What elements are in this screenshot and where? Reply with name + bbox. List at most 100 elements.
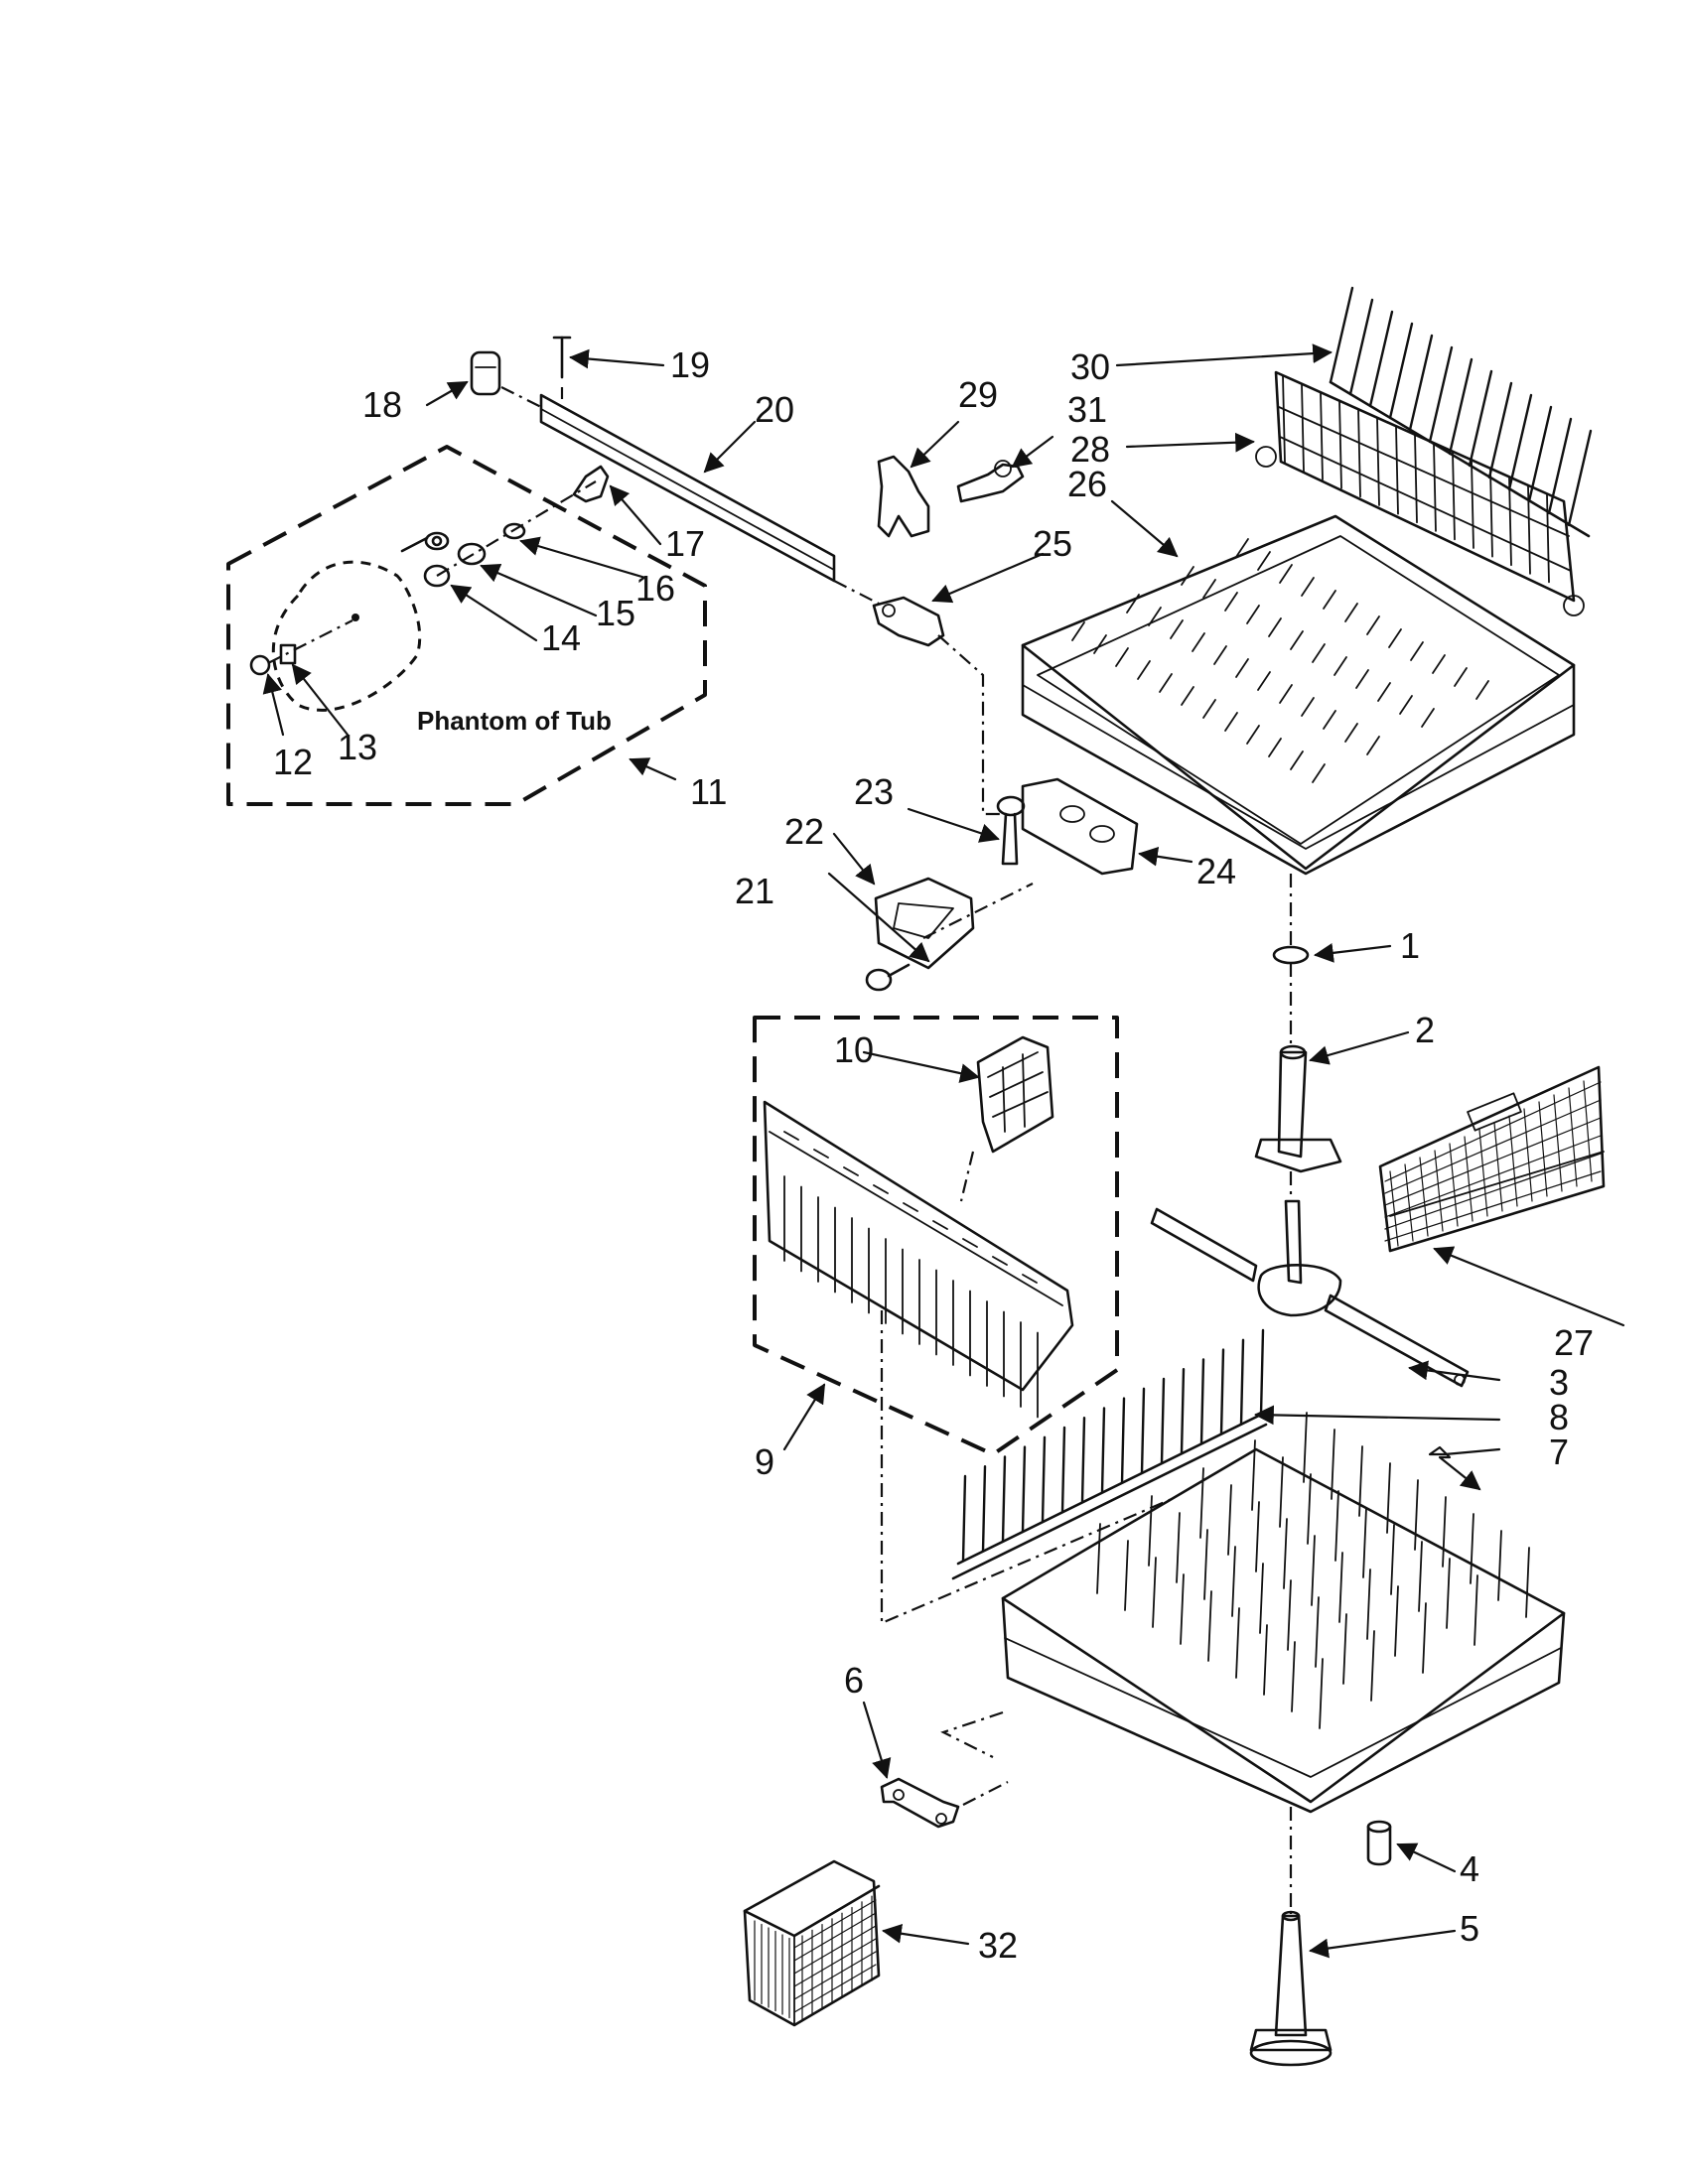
callout-13: 13	[338, 727, 377, 767]
rack-roller-assembly	[1021, 777, 1139, 876]
upper-rack-tine	[1323, 590, 1336, 610]
upper-rack-tine	[1312, 643, 1326, 663]
lower-rack-tine	[1338, 1552, 1343, 1623]
lower-tine	[1100, 1407, 1106, 1494]
utility-basket-mesh	[793, 1938, 877, 1987]
lower-rack-tine	[1124, 1540, 1129, 1611]
cup-shelf-bar	[1452, 451, 1456, 541]
fold-down-tine	[1527, 405, 1553, 503]
upper-rack-tine	[1399, 695, 1413, 715]
upper-rack-tine	[1432, 654, 1446, 674]
spray-tower	[1249, 1910, 1333, 2067]
basket-slot-top	[813, 1149, 829, 1159]
lower-tine	[1259, 1328, 1265, 1417]
basket-mesh-line	[1464, 1136, 1474, 1222]
upper-rack-tine	[1257, 671, 1271, 691]
lower-rack-tine	[1259, 1563, 1264, 1634]
lower-tine	[1021, 1445, 1027, 1533]
basket-mesh-line	[1384, 1135, 1602, 1218]
lower-rack-tine	[1307, 1473, 1312, 1545]
callout-31: 31	[1067, 389, 1107, 430]
upper-rack-tine	[1192, 632, 1205, 652]
callout-5: 5	[1460, 1908, 1479, 1949]
upper-rack-tine	[1312, 763, 1326, 783]
lower-rack-tine	[1414, 1479, 1419, 1551]
cup-shelf-bar	[1414, 434, 1418, 524]
basket-mesh-line	[1583, 1080, 1593, 1182]
upper-rack-tine	[1268, 617, 1282, 637]
upper-rack-tine	[1137, 660, 1151, 680]
rack-stop-clip	[956, 460, 1025, 503]
upper-rack-tine	[1344, 603, 1358, 622]
upper-rack-tine	[1454, 667, 1468, 687]
fold-down-tine	[1428, 345, 1454, 444]
lower-rack-tine	[1255, 1501, 1260, 1572]
fold-down-tine	[1329, 286, 1354, 384]
utility-basket	[743, 1859, 881, 2027]
upper-rack-tine	[1235, 538, 1249, 558]
lower-rack-tine	[1235, 1607, 1240, 1679]
upper-rack-tine	[1202, 579, 1216, 599]
lower-tine	[1140, 1387, 1146, 1475]
upper-rack-tine	[1355, 669, 1369, 689]
lower-rack-tine	[1152, 1557, 1157, 1628]
lower-rack-tine-row	[951, 1408, 1273, 1580]
fold-down-tine	[1368, 310, 1394, 408]
callout-28: 28	[1070, 429, 1110, 470]
lower-rack-tine	[1394, 1585, 1399, 1657]
lower-rack-tine	[1390, 1524, 1395, 1595]
callout-numbers: 1 2 3 4 5 6 7 8 9 10 11 12 13 14 15 16 1…	[273, 344, 1594, 1966]
callout-11: 11	[690, 771, 727, 812]
upper-rack-tine	[1181, 686, 1194, 706]
lower-rack-tine	[1370, 1630, 1375, 1702]
basket-slot-top	[843, 1166, 859, 1176]
basket-slot-top	[932, 1220, 948, 1230]
lower-tine	[961, 1474, 967, 1563]
lower-rack-tine	[1525, 1547, 1530, 1618]
basket-mesh-line	[1553, 1094, 1563, 1192]
lower-rack-tine	[1319, 1658, 1324, 1729]
basket-mesh-line	[1538, 1101, 1548, 1197]
callout-20: 20	[755, 389, 794, 430]
callout-6: 6	[844, 1660, 864, 1701]
upper-rack-tine	[1115, 647, 1129, 667]
upper-rack-tine	[1170, 619, 1184, 639]
lower-rack-tine	[1358, 1445, 1363, 1517]
cup-shelf-bar	[1546, 493, 1550, 584]
cup-shelf-bar	[1357, 408, 1361, 498]
callout-21: 21	[735, 871, 774, 911]
callout-16: 16	[635, 568, 675, 609]
lower-tine	[1199, 1358, 1205, 1445]
callout-29: 29	[958, 374, 998, 415]
upper-rack-tine	[1213, 645, 1227, 665]
callout-3: 3	[1549, 1362, 1569, 1403]
upper-rack-tine	[1301, 577, 1315, 597]
upper-rack-tines	[1071, 538, 1489, 783]
rack-roller-bracket	[872, 596, 945, 647]
lower-rack-tine	[1176, 1512, 1181, 1583]
utility-basket-mesh	[793, 1951, 877, 2000]
silverware-basket-dashed-outline	[753, 1016, 1119, 1456]
basket-slot-top	[783, 1131, 799, 1141]
callout-15: 15	[596, 593, 635, 633]
callout-17: 17	[665, 523, 705, 564]
fold-down-tine	[1448, 357, 1474, 456]
callout-26: 26	[1067, 464, 1107, 504]
lower-rack-tine	[1342, 1613, 1347, 1685]
basket-mesh-line	[1508, 1115, 1518, 1207]
utility-basket-mesh	[793, 1899, 877, 1949]
phantom-of-tub-label: Phantom of Tub	[417, 706, 612, 736]
upper-rack-tine	[1224, 712, 1238, 732]
upper-rack-tine	[1323, 710, 1336, 730]
basket-mesh-line	[1523, 1108, 1533, 1202]
fold-down-tine	[1388, 322, 1414, 420]
upper-rack-tine	[1268, 738, 1282, 757]
upper-rack-tine	[1366, 736, 1380, 755]
utility-basket-mesh	[793, 1912, 877, 1962]
cup-shelf-bar	[1338, 399, 1342, 489]
lower-rack-tine	[1287, 1579, 1292, 1651]
upper-rack-tine	[1071, 621, 1085, 641]
basket-mesh-line	[1384, 1153, 1602, 1230]
cup-shelf-bar	[1301, 382, 1305, 473]
